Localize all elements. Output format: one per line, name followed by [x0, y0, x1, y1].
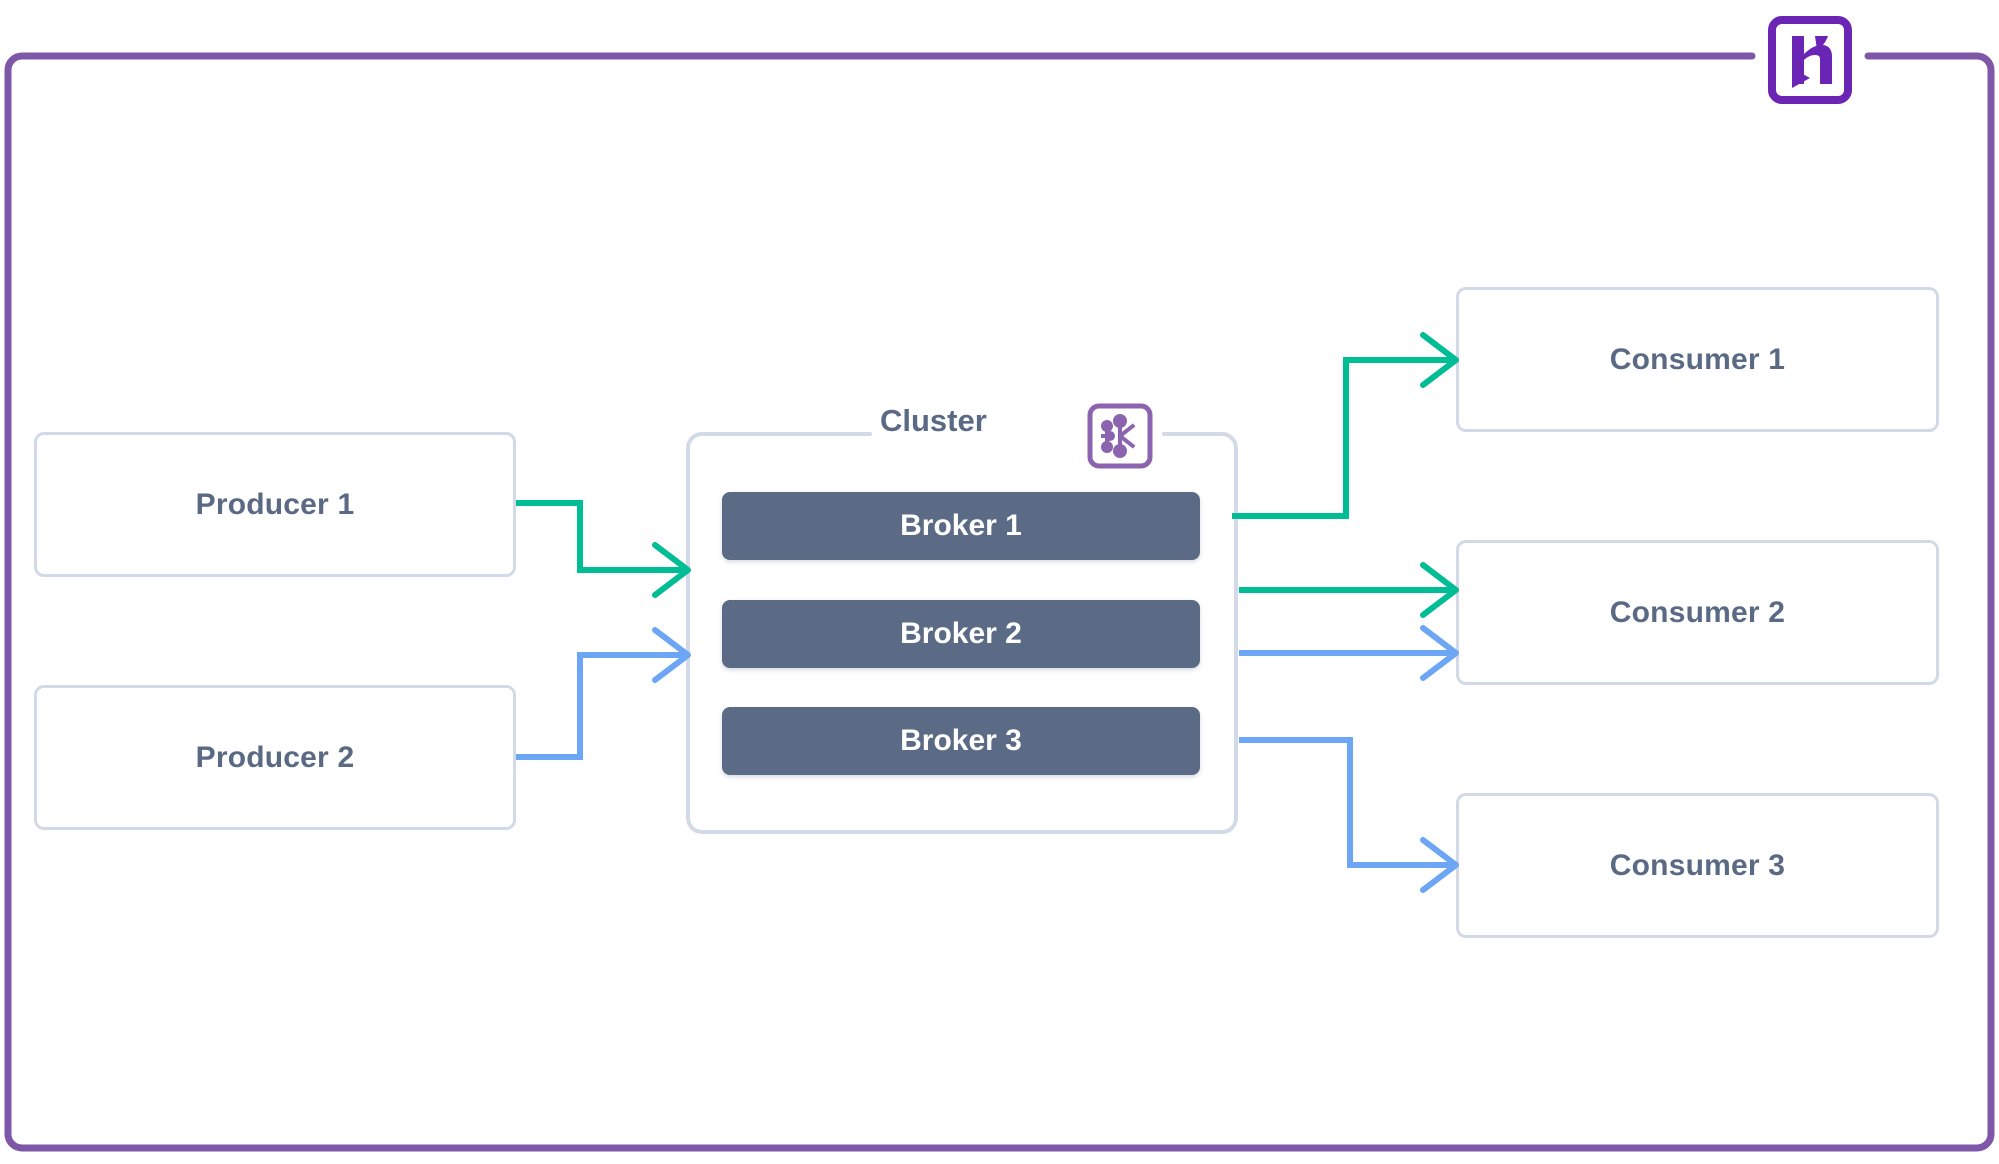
producer-1-node[interactable]: Producer 1 — [34, 432, 516, 577]
broker-1-node[interactable]: Broker 1 — [722, 492, 1200, 560]
consumer-2-node[interactable]: Consumer 2 — [1456, 540, 1939, 685]
broker-1-label: Broker 1 — [900, 509, 1022, 542]
broker-3-label: Broker 3 — [900, 724, 1022, 757]
consumer-1-label: Consumer 1 — [1609, 342, 1786, 376]
arrow-producer1-to-cluster — [516, 500, 691, 598]
arrow-cluster-to-consumer2-green — [1239, 562, 1459, 618]
consumer-2-label: Consumer 2 — [1609, 595, 1786, 629]
broker-2-label: Broker 2 — [900, 617, 1022, 650]
consumer-3-label: Consumer 3 — [1609, 848, 1786, 882]
broker-3-node[interactable]: Broker 3 — [722, 707, 1200, 775]
cluster-label: Cluster — [880, 403, 987, 438]
arrow-cluster-to-consumer2-blue — [1239, 625, 1459, 681]
arrow-cluster-to-consumer3 — [1239, 737, 1459, 893]
producer-2-label: Producer 2 — [195, 740, 355, 774]
consumer-3-node[interactable]: Consumer 3 — [1456, 793, 1939, 938]
producer-1-label: Producer 1 — [195, 487, 355, 521]
apache-kafka-icon — [1087, 403, 1153, 469]
heroku-logo-icon — [1768, 16, 1852, 104]
producer-2-node[interactable]: Producer 2 — [34, 685, 516, 830]
consumer-1-node[interactable]: Consumer 1 — [1456, 287, 1939, 432]
broker-2-node[interactable]: Broker 2 — [722, 600, 1200, 668]
arrow-cluster-to-consumer1 — [1232, 332, 1459, 519]
arrow-producer2-to-cluster — [516, 627, 691, 760]
